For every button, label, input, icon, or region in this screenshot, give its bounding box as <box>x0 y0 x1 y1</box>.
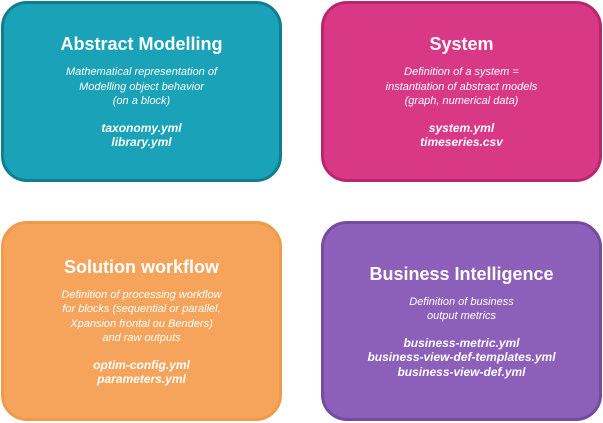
abstract-modelling-card: Abstract Modelling Mathematical represen… <box>1 1 282 182</box>
card-description: Definition of business output metrics <box>409 295 514 324</box>
file-name: optim-config.yml <box>93 357 190 372</box>
description-line: Xpansion frontal ou Benders) <box>70 317 213 330</box>
card-description: Definition of processing workflow for bl… <box>61 288 221 346</box>
file-name: taxonomy.yml <box>101 120 182 135</box>
file-name: business-view-def.yml <box>397 364 526 379</box>
card-description: Mathematical representation of Modelling… <box>66 65 217 109</box>
card-description: Definition of a system = instantiation o… <box>386 65 538 109</box>
description-line: for blocks (sequential or parallel, <box>62 303 221 315</box>
card-title: System <box>429 34 494 55</box>
description-line: Definition of a system = <box>404 66 519 79</box>
file-name: library.yml <box>111 135 172 150</box>
card-files: system.yml timeseries.csv <box>420 121 503 150</box>
description-line: (graph, numerical data) <box>404 95 519 108</box>
description-line: output metrics <box>426 310 497 323</box>
card-files: taxonomy.yml library.yml <box>101 121 181 150</box>
description-line: Mathematical representation of <box>65 66 218 79</box>
file-name: system.yml <box>428 120 495 135</box>
file-name: parameters.yml <box>97 372 186 386</box>
file-name: business-view-def-templates.yml <box>367 350 556 365</box>
system-card: System Definition of a system = instanti… <box>321 1 602 182</box>
file-name: timeseries.csv <box>420 135 503 150</box>
description-line: instantiation of abstract models <box>385 80 538 93</box>
card-files: optim-config.yml parameters.yml <box>93 358 190 387</box>
solution-workflow-card: Solution workflow Definition of processi… <box>1 221 282 421</box>
description-line: (on a block) <box>112 95 171 108</box>
card-title: Business Intelligence <box>369 263 554 284</box>
card-title: Abstract Modelling <box>60 34 223 55</box>
card-title: Solution workflow <box>64 256 219 277</box>
description-line: and raw outputs <box>102 332 181 344</box>
description-line: Modelling object behavior <box>79 80 204 93</box>
description-line: Definition of business <box>409 295 514 308</box>
description-line: Definition of processing workflow <box>61 288 222 301</box>
business-intelligence-card: Business Intelligence Definition of busi… <box>321 221 602 421</box>
file-name: business-metric.yml <box>403 335 520 350</box>
card-files: business-metric.yml business-view-def-te… <box>367 336 555 380</box>
